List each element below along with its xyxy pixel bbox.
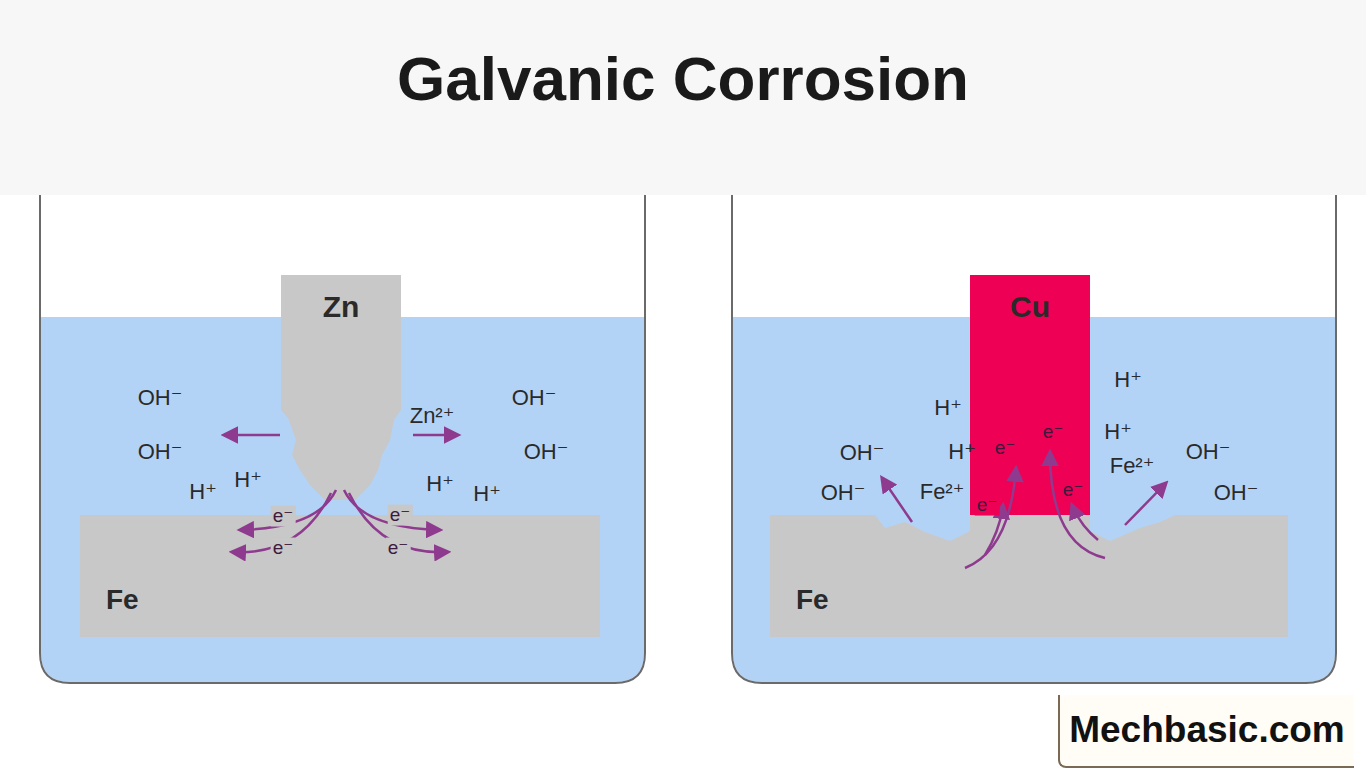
ion-label: H⁺ (932, 396, 964, 420)
electron-label: e⁻ (975, 495, 1000, 516)
electron-label: e⁻ (993, 438, 1018, 459)
electron-flow (965, 452, 1105, 568)
ion-arrow (1125, 483, 1166, 525)
iron-plate: Fe (770, 560, 1288, 640)
ion-arrow (882, 478, 912, 522)
ion-label: OH⁻ (510, 386, 559, 410)
ion-label: H⁺ (471, 482, 503, 506)
beaker (732, 195, 1336, 683)
electron-label: e⁻ (271, 506, 296, 527)
electron-label: e⁻ (386, 538, 411, 559)
ion-label: H⁺ (187, 480, 219, 504)
iron-plate: Fe (80, 560, 600, 640)
ion-label: H⁺ (1112, 368, 1144, 392)
ion-label: OH⁻ (522, 440, 571, 464)
ion-label: OH⁻ (1212, 481, 1261, 505)
ion-label: OH⁻ (136, 386, 185, 410)
header-band (0, 0, 1366, 195)
copper-cathode (970, 275, 1090, 515)
diagram-title: Galvanic Corrosion (0, 42, 1366, 116)
watermark-box: Mechbasic.com (1058, 695, 1354, 768)
ion-label: OH⁻ (1184, 440, 1233, 464)
ion-label: OH⁻ (838, 441, 887, 465)
node-label: Mechbasic.com (1069, 710, 1345, 751)
electron-label: e⁻ (1061, 480, 1086, 501)
node-label: Fe (796, 585, 829, 616)
electron-label: e⁻ (388, 505, 413, 526)
electron-label: e⁻ (1041, 422, 1066, 443)
ion-label: OH⁻ (819, 481, 868, 505)
zinc-anode (281, 275, 401, 500)
node-label: Fe (106, 585, 139, 616)
copper-block: Cu (970, 275, 1090, 337)
ion-label: H⁺ (1102, 420, 1134, 444)
node-label: Zn (323, 290, 360, 323)
iron-plate (80, 515, 600, 637)
ion-label: H⁺ (232, 468, 264, 492)
ion-arrow (413, 434, 458, 437)
beaker (40, 195, 645, 683)
ion-label: Fe²⁺ (1108, 454, 1157, 478)
ion-label: Fe²⁺ (918, 480, 967, 504)
ion-label: Zn²⁺ (408, 404, 457, 428)
ion-arrow (224, 434, 280, 437)
electron-flow (232, 490, 448, 552)
node-label: Cu (1010, 290, 1050, 323)
ion-label: OH⁻ (136, 440, 185, 464)
electron-label: e⁻ (271, 538, 296, 559)
zinc-block: Zn (281, 275, 401, 337)
ion-label: H⁺ (946, 440, 978, 464)
iron-plate (770, 515, 1288, 637)
ion-label: H⁺ (424, 472, 456, 496)
